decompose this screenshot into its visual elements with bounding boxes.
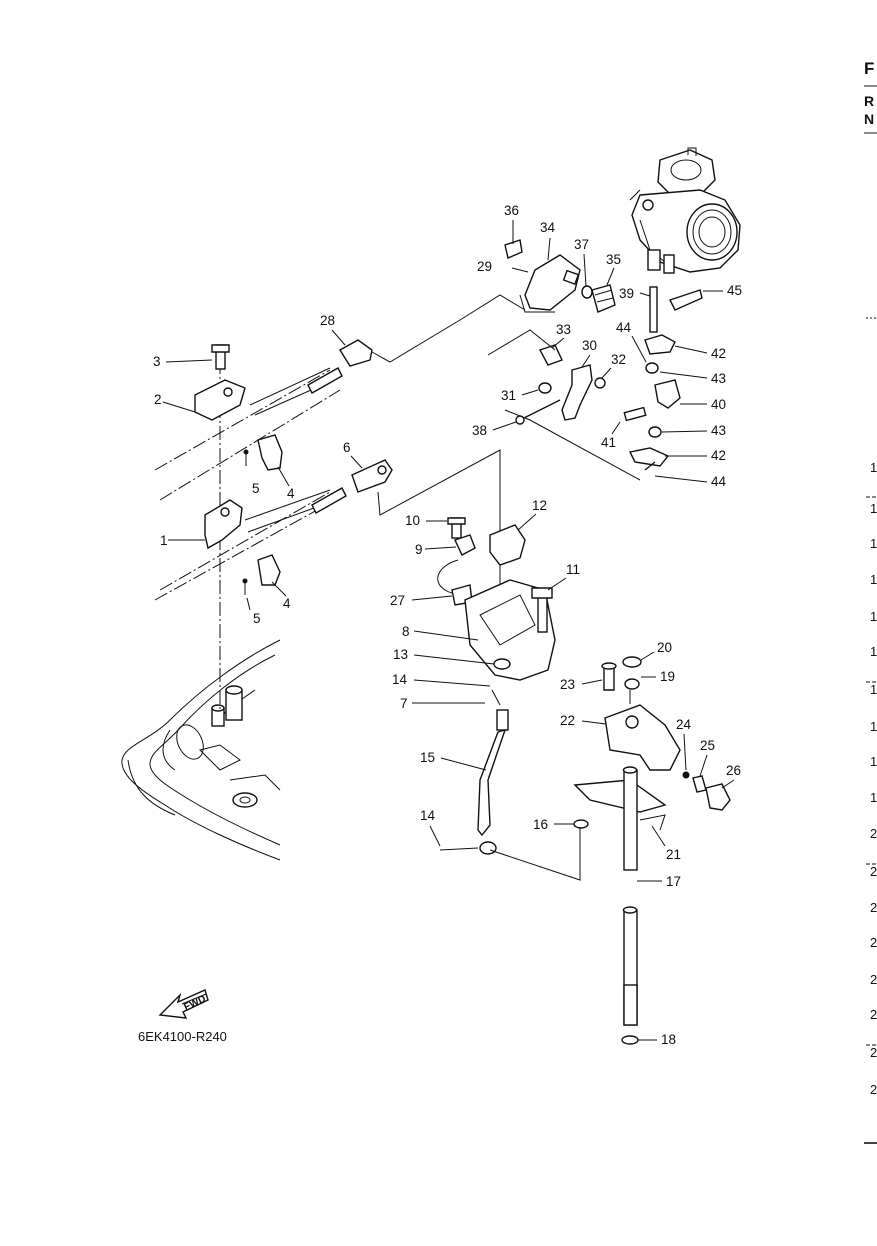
callout-34: 34: [540, 220, 556, 235]
fwd-label: FWD: [182, 994, 207, 1014]
edge-row-digit: 1: [870, 572, 877, 587]
callout-17: 17: [666, 874, 681, 889]
lower-lever-assembly: [437, 517, 581, 881]
callout-19: 19: [660, 669, 675, 684]
edge-row-digit: 2: [870, 935, 877, 950]
callout-labels: 1 2 3 4 4 5 5 6 7 8 9 10 11 12 13 14 14 …: [153, 203, 742, 1047]
callout-9: 9: [415, 542, 423, 557]
edge-row-digit: 1: [870, 460, 877, 475]
edge-row-digit: 1: [870, 719, 877, 734]
middle-lever-assembly: [487, 329, 641, 481]
callout-16: 16: [533, 817, 548, 832]
edge-row-digit: 2: [870, 826, 877, 841]
callout-36: 36: [504, 203, 519, 218]
callout-5-upper: 5: [252, 481, 260, 496]
edge-row-digit: 1: [870, 682, 877, 697]
fwd-arrow: FWD: [158, 989, 209, 1019]
edge-row-digit: 1: [870, 609, 877, 624]
callout-21: 21: [666, 847, 681, 862]
edge-row-digit: 2: [870, 1045, 877, 1060]
callout-25: 25: [700, 738, 715, 753]
callout-4-lower: 4: [283, 596, 291, 611]
callout-3: 3: [153, 354, 161, 369]
edge-row-digit: 2: [870, 900, 877, 915]
callout-40: 40: [711, 397, 726, 412]
callout-28: 28: [320, 313, 335, 328]
engine-housing-illustration: [121, 639, 281, 861]
cable-ends: [339, 294, 526, 620]
callout-24: 24: [676, 717, 692, 732]
callout-5-lower: 5: [253, 611, 261, 626]
edge-header-letter: F: [864, 59, 874, 78]
edge-header-letter: N: [864, 111, 874, 127]
callout-44-upper: 44: [616, 320, 632, 335]
shaft-assembly: [573, 656, 731, 1045]
edge-row-digit: 2: [870, 1082, 877, 1097]
callout-22: 22: [560, 713, 575, 728]
callout-15: 15: [420, 750, 435, 765]
edge-row-digit: 2: [870, 1007, 877, 1022]
callout-31: 31: [501, 388, 516, 403]
edge-row-digit: 2: [870, 972, 877, 987]
callout-14-lower: 14: [420, 808, 436, 823]
edge-row-digit: 2: [870, 864, 877, 879]
callout-4-upper: 4: [287, 486, 295, 501]
edge-row-digit: 1: [870, 790, 877, 805]
callout-20: 20: [657, 640, 672, 655]
callout-11: 11: [566, 562, 580, 577]
callout-41: 41: [601, 435, 616, 450]
callout-30: 30: [582, 338, 597, 353]
callout-32: 32: [611, 352, 626, 367]
callout-27: 27: [390, 593, 405, 608]
callout-39: 39: [619, 286, 634, 301]
callout-18: 18: [661, 1032, 676, 1047]
drawing-code: 6EK4100-R240: [138, 1029, 227, 1044]
callout-10: 10: [405, 513, 420, 528]
callout-35: 35: [606, 252, 621, 267]
callout-43-lower: 43: [711, 423, 726, 438]
callout-42-lower: 42: [711, 448, 726, 463]
callout-42-upper: 42: [711, 346, 726, 361]
upper-lever-assembly: [504, 239, 616, 313]
callout-1: 1: [160, 533, 168, 548]
edge-row-digit: 1: [870, 501, 877, 516]
right-linkage-assembly: [623, 286, 703, 471]
callout-44-lower: 44: [711, 474, 727, 489]
callout-14-upper: 14: [392, 672, 408, 687]
callout-33: 33: [556, 322, 571, 337]
right-edge-table: F R N 1 1 1 1 1 1 1 1 1 1 2 2 2 2 2 2 2 …: [864, 59, 877, 1144]
edge-row-digit: 1: [870, 644, 877, 659]
callout-37: 37: [574, 237, 589, 252]
callout-29: 29: [477, 259, 492, 274]
callout-26: 26: [726, 763, 741, 778]
callout-13: 13: [393, 647, 408, 662]
callout-12: 12: [532, 498, 547, 513]
upper-cable-bracket-group: [194, 344, 283, 471]
edge-row-digit: 1: [870, 536, 877, 551]
callout-8: 8: [402, 624, 410, 639]
callout-2: 2: [154, 392, 162, 407]
edge-row-digit: 1: [870, 754, 877, 769]
edge-header-letter: R: [864, 93, 874, 109]
lower-cable-bracket-group: [204, 499, 281, 595]
callout-23: 23: [560, 677, 575, 692]
throttle-cables: [154, 367, 347, 601]
callout-43-upper: 43: [711, 371, 726, 386]
callout-6: 6: [343, 440, 351, 455]
throttle-body-illustration: [629, 147, 741, 274]
callout-38: 38: [472, 423, 487, 438]
callout-45: 45: [727, 283, 742, 298]
callout-7: 7: [400, 696, 408, 711]
